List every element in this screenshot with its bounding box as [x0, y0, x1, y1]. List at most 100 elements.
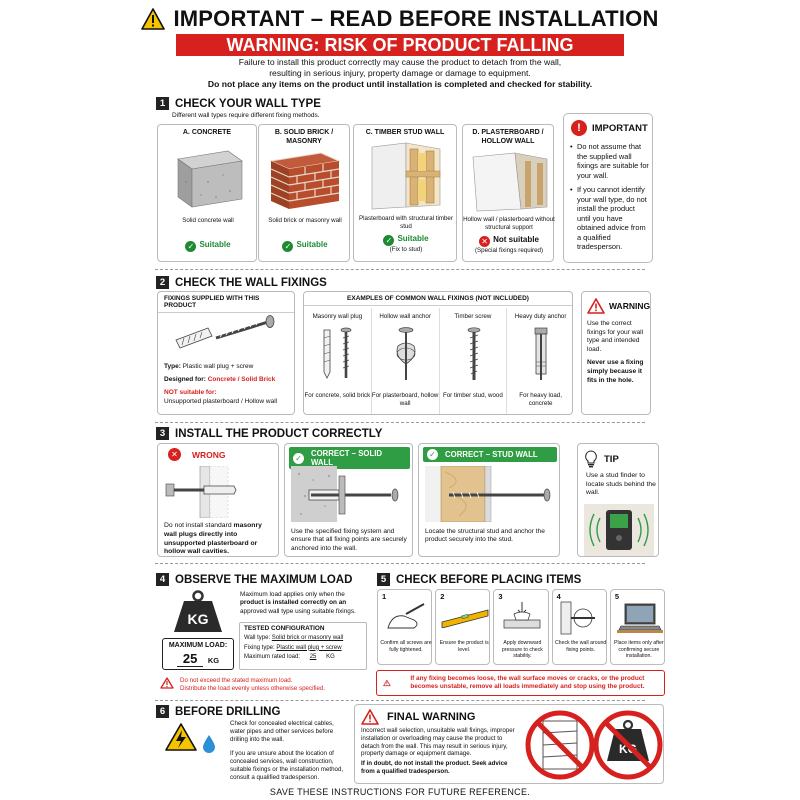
example-name: Timber screw: [454, 313, 492, 320]
config-label: Fixing type:: [244, 644, 275, 651]
text: Do not install standard: [164, 522, 234, 529]
final-line: Incorrect wall selection, unsuitable wal…: [361, 727, 515, 758]
warning-triangle-icon: [160, 677, 174, 689]
tip-text: Use a stud finder to locate studs behind…: [586, 472, 656, 497]
timber-stud-illustration: [371, 142, 441, 210]
divider: [155, 563, 645, 564]
check-icon: ✓: [185, 241, 197, 252]
spec-value: Unsupported plasterboard / Hollow wall: [164, 398, 278, 405]
config-label: Maximum rated load:: [244, 654, 301, 660]
section-title: OBSERVE THE MAXIMUM LOAD: [175, 573, 353, 586]
hollow-wall-anchor-icon: [396, 327, 416, 380]
check-icon: ✓: [282, 241, 294, 252]
wall-card-concrete: A. CONCRETE Solid concrete wall ✓Suitabl…: [157, 124, 257, 262]
heavy-duty-anchor-icon: [534, 327, 548, 380]
config-label: Wall type:: [244, 635, 271, 641]
card-title: WRONG: [192, 449, 226, 460]
kg-label: KG: [188, 611, 209, 627]
title-text: IMPORTANT – READ BEFORE INSTALLATION: [173, 6, 659, 31]
step-text: Apply downward pressure to check stabili…: [501, 640, 543, 660]
step-2: 2 Ensure the product is level.: [435, 589, 491, 665]
step-3: 3 Apply downward pressure to check stabi…: [493, 589, 549, 665]
supplied-fixings-card: FIXINGS SUPPLIED WITH THIS PRODUCT Type:…: [157, 291, 295, 415]
wall-desc: Solid brick or masonry wall: [268, 217, 342, 224]
list-item: Do not assume that the supplied wall fix…: [570, 142, 650, 180]
correct-stud-header: ✓ CORRECT – STUD WALL: [423, 447, 557, 462]
panel-title: WARNING: [609, 301, 651, 311]
section-title: CHECK BEFORE PLACING ITEMS: [396, 573, 582, 586]
example-use: For timber stud, wood: [442, 392, 503, 399]
check-icon: ✓: [383, 235, 395, 246]
divider: [155, 269, 645, 270]
example-masonry-plug: Masonry wall plug For concrete, solid br…: [304, 308, 372, 414]
final-header: FINAL WARNING: [361, 709, 475, 725]
step-text: Check the wall around fixing points.: [554, 640, 607, 653]
wall-label: D. PLASTERBOARD / HOLLOW WALL: [472, 129, 544, 145]
status-text: Suitable: [397, 234, 429, 243]
section-6-header: 6 BEFORE DRILLING: [156, 705, 280, 718]
section-number: 1: [156, 97, 169, 110]
step-number: 3: [498, 592, 503, 601]
card-title: CORRECT – STUD WALL: [445, 450, 538, 459]
max-load-value: 25: [176, 651, 204, 667]
card-header: FIXINGS SUPPLIED WITH THIS PRODUCT: [158, 292, 294, 313]
step-number: 2: [440, 592, 445, 601]
text: approved wall type using suitable fixing…: [240, 607, 356, 615]
divider: [155, 422, 645, 423]
config-value: Solid brick or masonry wall: [271, 635, 344, 641]
drilling-text: Check for concealed electrical cables, w…: [230, 720, 348, 782]
section-4-header: 4 OBSERVE THE MAXIMUM LOAD: [156, 573, 352, 586]
warning-line: Use the correct fixings for your wall ty…: [587, 320, 644, 353]
exclamation-icon: !: [571, 120, 587, 136]
section-1-header: 1 CHECK YOUR WALL TYPE: [156, 97, 321, 110]
wall-plug-screw-icon: [323, 327, 352, 379]
tip-header: TIP: [584, 450, 619, 468]
spirit-level-icon: [441, 609, 489, 628]
warning-triangle-icon: [383, 679, 391, 687]
section-title: CHECK YOUR WALL TYPE: [175, 97, 321, 110]
list-item: If you cannot identify your wall type, d…: [570, 185, 650, 252]
config-unit: KG: [326, 654, 335, 660]
wall-status: ✓Suitable: [259, 240, 351, 252]
screwdriver-hand-icon: [387, 603, 425, 629]
warning-line-bold: Never use a fixing simply because it fit…: [587, 359, 644, 384]
example-timber-screw: Timber screw For timber stud, wood: [440, 308, 508, 414]
page-title: IMPORTANT – READ BEFORE INSTALLATION: [0, 6, 800, 32]
step-text: Place items only after confirming secure…: [614, 640, 664, 660]
section-number: 5: [377, 573, 390, 586]
warning-header: WARNING: [587, 298, 650, 314]
intro-line: Failure to install this product correctl…: [238, 57, 562, 67]
section-number: 6: [156, 705, 169, 718]
section-3-header: 3 INSTALL THE PRODUCT CORRECTLY: [156, 427, 382, 440]
panel-title: TIP: [604, 453, 619, 465]
press-down-icon: [504, 602, 541, 629]
wall-card-brick: B. SOLID BRICK / MASONRY Solid brick or …: [258, 124, 350, 262]
step-text: Ensure the product is level.: [439, 640, 489, 653]
section-5-header: 5 CHECK BEFORE PLACING ITEMS: [377, 573, 581, 586]
correct-solid-card: ✓CORRECT – SOLID WALL Use the specified …: [284, 443, 413, 557]
card-title: CORRECT – SOLID WALL: [310, 449, 383, 467]
spec-value: Plastic wall plug + screw: [182, 363, 254, 370]
section-title: INSTALL THE PRODUCT CORRECTLY: [175, 427, 383, 440]
check-icon: ✓: [427, 449, 438, 460]
status-note: (Fix to stud): [389, 246, 423, 253]
plug-and-screw-illustration: [175, 315, 275, 349]
timber-screw-icon: [467, 327, 480, 380]
status-text: Suitable: [199, 240, 231, 249]
important-list: Do not assume that the supplied wall fix…: [570, 142, 650, 257]
check-steps: 1 Confirm all screws are fully tightened…: [377, 589, 666, 665]
tested-config-box: TESTED CONFIGURATION Wall type: Solid br…: [239, 622, 367, 670]
stud-finder-illustration: [584, 504, 654, 556]
footer-text: SAVE THESE INSTRUCTIONS FOR FUTURE REFER…: [269, 787, 531, 797]
cross-icon: ✕: [168, 448, 181, 461]
drilling-line: Check for concealed electrical cables, w…: [230, 720, 334, 743]
spec-value: Concrete / Solid Brick: [207, 376, 276, 383]
panel-title: IMPORTANT: [592, 122, 648, 134]
wall-check-icon: [560, 601, 595, 635]
step-number: 4: [556, 592, 561, 601]
example-heavy-anchor: Heavy duty anchor For heavy load, concre…: [507, 308, 574, 414]
intro-line: resulting in serious injury, property da…: [269, 68, 531, 78]
kg-weight-icon: KG: [174, 590, 222, 632]
final-text: Incorrect wall selection, unsuitable wal…: [361, 727, 521, 776]
step-1: 1 Confirm all screws are fully tightened…: [377, 589, 433, 665]
